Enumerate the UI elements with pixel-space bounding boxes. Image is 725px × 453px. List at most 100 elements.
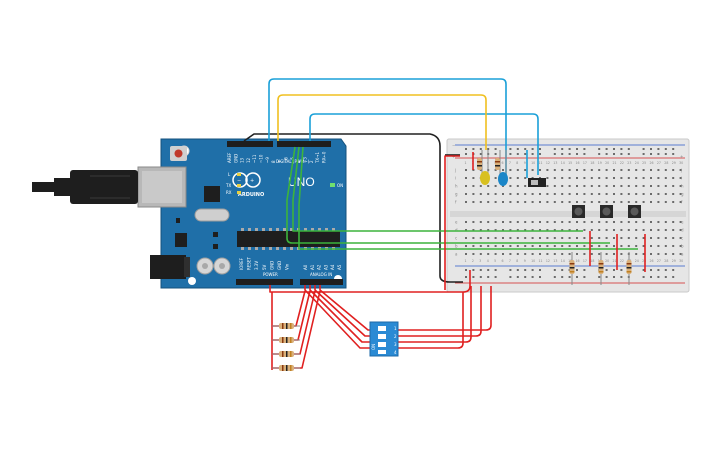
slide-switch (528, 178, 546, 187)
bb-col-number: 12 (546, 259, 550, 263)
power-pin-label: GND (277, 261, 282, 270)
pushbutton (600, 205, 613, 218)
pulldown-resistor (272, 351, 300, 357)
svg-text:+: + (680, 154, 683, 159)
top-pin-label: 2 (309, 160, 314, 163)
bb-col-number: 1 (465, 161, 467, 165)
bb-col-number: 30 (679, 259, 683, 263)
bb-col-number: 9 (524, 259, 526, 263)
wire-green-3 (298, 146, 638, 250)
bb-col-number: 8 (516, 161, 518, 165)
bb-col-number: 19 (598, 161, 602, 165)
bb-col-number: 26 (650, 259, 654, 263)
svg-text:−: − (237, 178, 241, 184)
bb-col-number: 24 (635, 259, 639, 263)
bb-row-label: f (681, 200, 683, 205)
pushbutton (628, 205, 641, 218)
top-pin-label: TX→1 (315, 151, 320, 164)
bb-row-label: i (681, 176, 682, 181)
bb-col-number: 17 (583, 259, 587, 263)
analog-pin-label: A2 (317, 264, 322, 270)
bb-col-number: 6 (502, 161, 504, 165)
top-pin-label: 12 (246, 157, 251, 163)
bb-col-number: 9 (524, 161, 526, 165)
top-pin-label: 7 (277, 160, 282, 163)
bb-row-label: a (681, 252, 684, 257)
bb-row-label: g (681, 192, 684, 197)
top-pin-label: ~9 (265, 157, 270, 163)
breadboard-resistor (598, 252, 604, 285)
bb-col-number: 14 (561, 161, 565, 165)
dip-num-4: 4 (394, 350, 397, 355)
svg-text:−: − (452, 143, 455, 148)
bb-row-label: b (455, 244, 458, 249)
bb-col-number: 21 (613, 259, 617, 263)
wire-green-2 (292, 146, 583, 232)
bb-col-number: 24 (635, 161, 639, 165)
svg-text:+: + (250, 178, 254, 184)
power-header-label: POWER (263, 272, 278, 277)
analog-pin-label: A1 (310, 264, 315, 270)
bb-col-number: 10 (531, 259, 535, 263)
bb-row-label: c (455, 236, 457, 241)
bb-col-number: 29 (672, 259, 676, 263)
dip-num-3: 3 (394, 342, 397, 347)
led-label-tx: TX (225, 183, 231, 188)
analog-pin-label: A0 (303, 264, 308, 270)
bb-col-number: 3 (479, 259, 481, 263)
top-pin-label: ~10 (259, 154, 264, 163)
bb-col-number: 18 (590, 259, 594, 263)
top-pin-label: 13 (240, 157, 245, 163)
bb-col-number: 6 (502, 259, 504, 263)
wire-blue-2 (309, 113, 539, 175)
bb-col-number: 27 (657, 259, 661, 263)
top-pin-label: GND (233, 154, 238, 163)
bb-col-number: 20 (605, 161, 609, 165)
bb-col-number: 13 (553, 259, 557, 263)
analog-pin-label: A4 (330, 264, 335, 270)
bb-col-number: 22 (620, 259, 624, 263)
bb-col-number: 11 (539, 259, 543, 263)
wire-blue-1 (268, 78, 507, 175)
power-pin-label: RESET (247, 257, 252, 270)
bb-row-label: a (455, 252, 458, 257)
bb-row-label: h (455, 184, 458, 189)
analog-header-label: ANALOG IN (310, 272, 332, 277)
pulldown-resistor (272, 337, 300, 343)
bb-col-number: 12 (546, 161, 550, 165)
bb-col-number: 7 (509, 259, 511, 263)
bb-col-number: 1 (465, 259, 467, 263)
top-pin-label: ~11 (252, 154, 257, 163)
led-label-l: L (228, 172, 231, 177)
top-pin-label: ~6 (284, 157, 289, 163)
bb-col-number: 7 (509, 161, 511, 165)
power-pin-label: IOREF (239, 257, 244, 270)
bb-col-number: 17 (583, 161, 587, 165)
dip-on-label: ON (371, 344, 376, 350)
bb-col-number: 13 (553, 161, 557, 165)
bb-col-number: 5 (494, 259, 496, 263)
power-pin-label: 3.3V (254, 261, 259, 270)
wire-red-a2 (314, 285, 482, 337)
bb-col-number: 27 (657, 161, 661, 165)
bb-col-number: 16 (576, 161, 580, 165)
top-pin-label: 8 (271, 160, 276, 163)
bb-row-label: e (681, 220, 684, 225)
bb-col-number: 10 (531, 161, 535, 165)
bb-col-number: 11 (539, 161, 543, 165)
top-pin-label: AREF (227, 152, 232, 163)
bb-col-number: 23 (627, 161, 631, 165)
bb-col-number: 14 (561, 259, 565, 263)
bb-col-number: 28 (664, 161, 668, 165)
bb-col-number: 26 (650, 161, 654, 165)
bb-col-number: 18 (590, 161, 594, 165)
bb-row-label: b (681, 244, 684, 249)
bb-col-number: 20 (605, 259, 609, 263)
led-resistor-1 (477, 158, 482, 170)
bb-col-number: 15 (568, 161, 572, 165)
bb-row-label: e (455, 220, 458, 225)
bb-row-label: h (681, 184, 684, 189)
bb-col-number: 8 (516, 259, 518, 263)
